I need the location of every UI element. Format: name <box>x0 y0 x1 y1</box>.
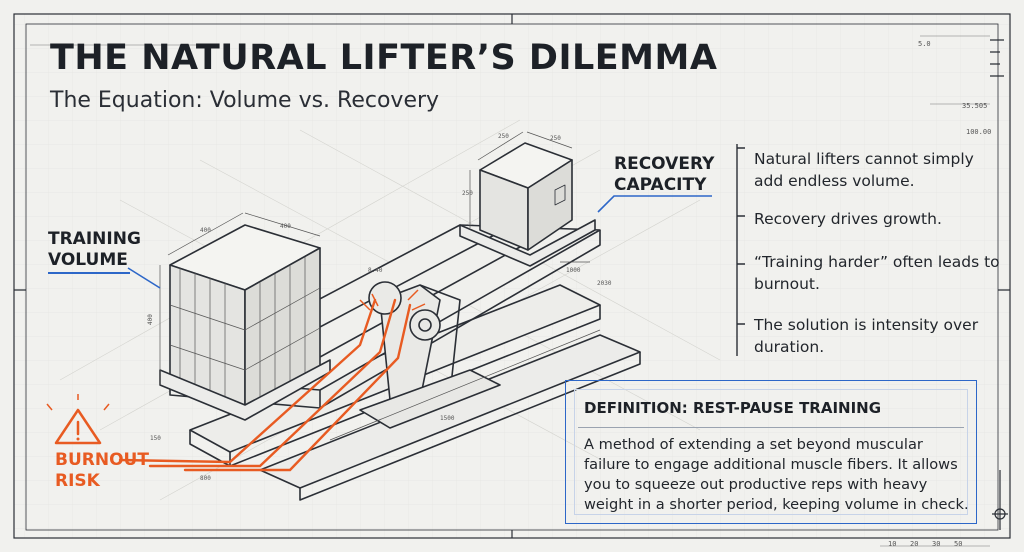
svg-text:1000: 1000 <box>566 267 581 274</box>
svg-text:250: 250 <box>462 190 473 197</box>
ruler-tick: 10 <box>888 540 897 548</box>
svg-text:2030: 2030 <box>597 280 612 287</box>
svg-text:8.40: 8.40 <box>368 267 383 274</box>
ruler-tick: 30 <box>932 540 941 548</box>
definition-box: DEFINITION: REST-PAUSE TRAINING A method… <box>565 380 977 524</box>
page-subtitle: The Equation: Volume vs. Recovery <box>50 88 440 113</box>
scale-label: 5.0 <box>918 40 931 48</box>
recovery-capacity-label-line2: CAPACITY <box>614 175 707 195</box>
list-item: “Training harder” often leads to burnout… <box>754 253 1000 293</box>
bullet-bracket <box>736 144 745 356</box>
burnout-risk-label-line1: BURNOUT <box>55 450 149 470</box>
svg-text:400: 400 <box>280 223 291 230</box>
dimension-annotation: 100.00 <box>966 128 992 136</box>
training-volume-label: TRAINING VOLUME <box>48 229 141 271</box>
recovery-capacity-box <box>459 142 596 267</box>
definition-box-inner-border <box>574 389 968 515</box>
svg-text:400: 400 <box>147 314 154 325</box>
burnout-risk-label: BURNOUT RISK <box>55 450 149 492</box>
definition-body: A method of extending a set beyond muscu… <box>584 436 969 513</box>
dimension-annotation: 35.505 <box>962 102 988 110</box>
svg-text:250: 250 <box>550 135 561 142</box>
svg-text:800: 800 <box>200 475 211 482</box>
page-title: THE NATURAL LIFTER’S DILEMMA <box>50 38 718 78</box>
training-volume-box <box>159 224 331 421</box>
burnout-risk-label-line2: RISK <box>55 471 100 491</box>
svg-text:150: 150 <box>150 435 161 442</box>
recovery-capacity-label: RECOVERY CAPACITY <box>614 154 714 196</box>
warning-triangle-icon <box>46 394 110 445</box>
ruler-tick: 50 <box>954 540 963 548</box>
ruler-tick: 20 <box>910 540 919 548</box>
recovery-capacity-label-line1: RECOVERY <box>614 154 715 174</box>
list-item: Recovery drives growth. <box>754 210 942 228</box>
definition-divider <box>578 427 964 428</box>
training-volume-label-line2: VOLUME <box>48 250 128 270</box>
svg-text:250: 250 <box>498 133 509 140</box>
list-item: Natural lifters cannot simply add endles… <box>754 150 974 190</box>
ruler-scale: 10 20 30 50 <box>880 540 990 548</box>
svg-text:1500: 1500 <box>440 415 455 422</box>
training-volume-label-line1: TRAINING <box>48 229 141 249</box>
training-volume-underline <box>48 272 130 274</box>
definition-title: DEFINITION: REST-PAUSE TRAINING <box>584 399 882 417</box>
svg-text:400: 400 <box>200 227 211 234</box>
list-item: The solution is intensity over duration. <box>754 316 979 356</box>
